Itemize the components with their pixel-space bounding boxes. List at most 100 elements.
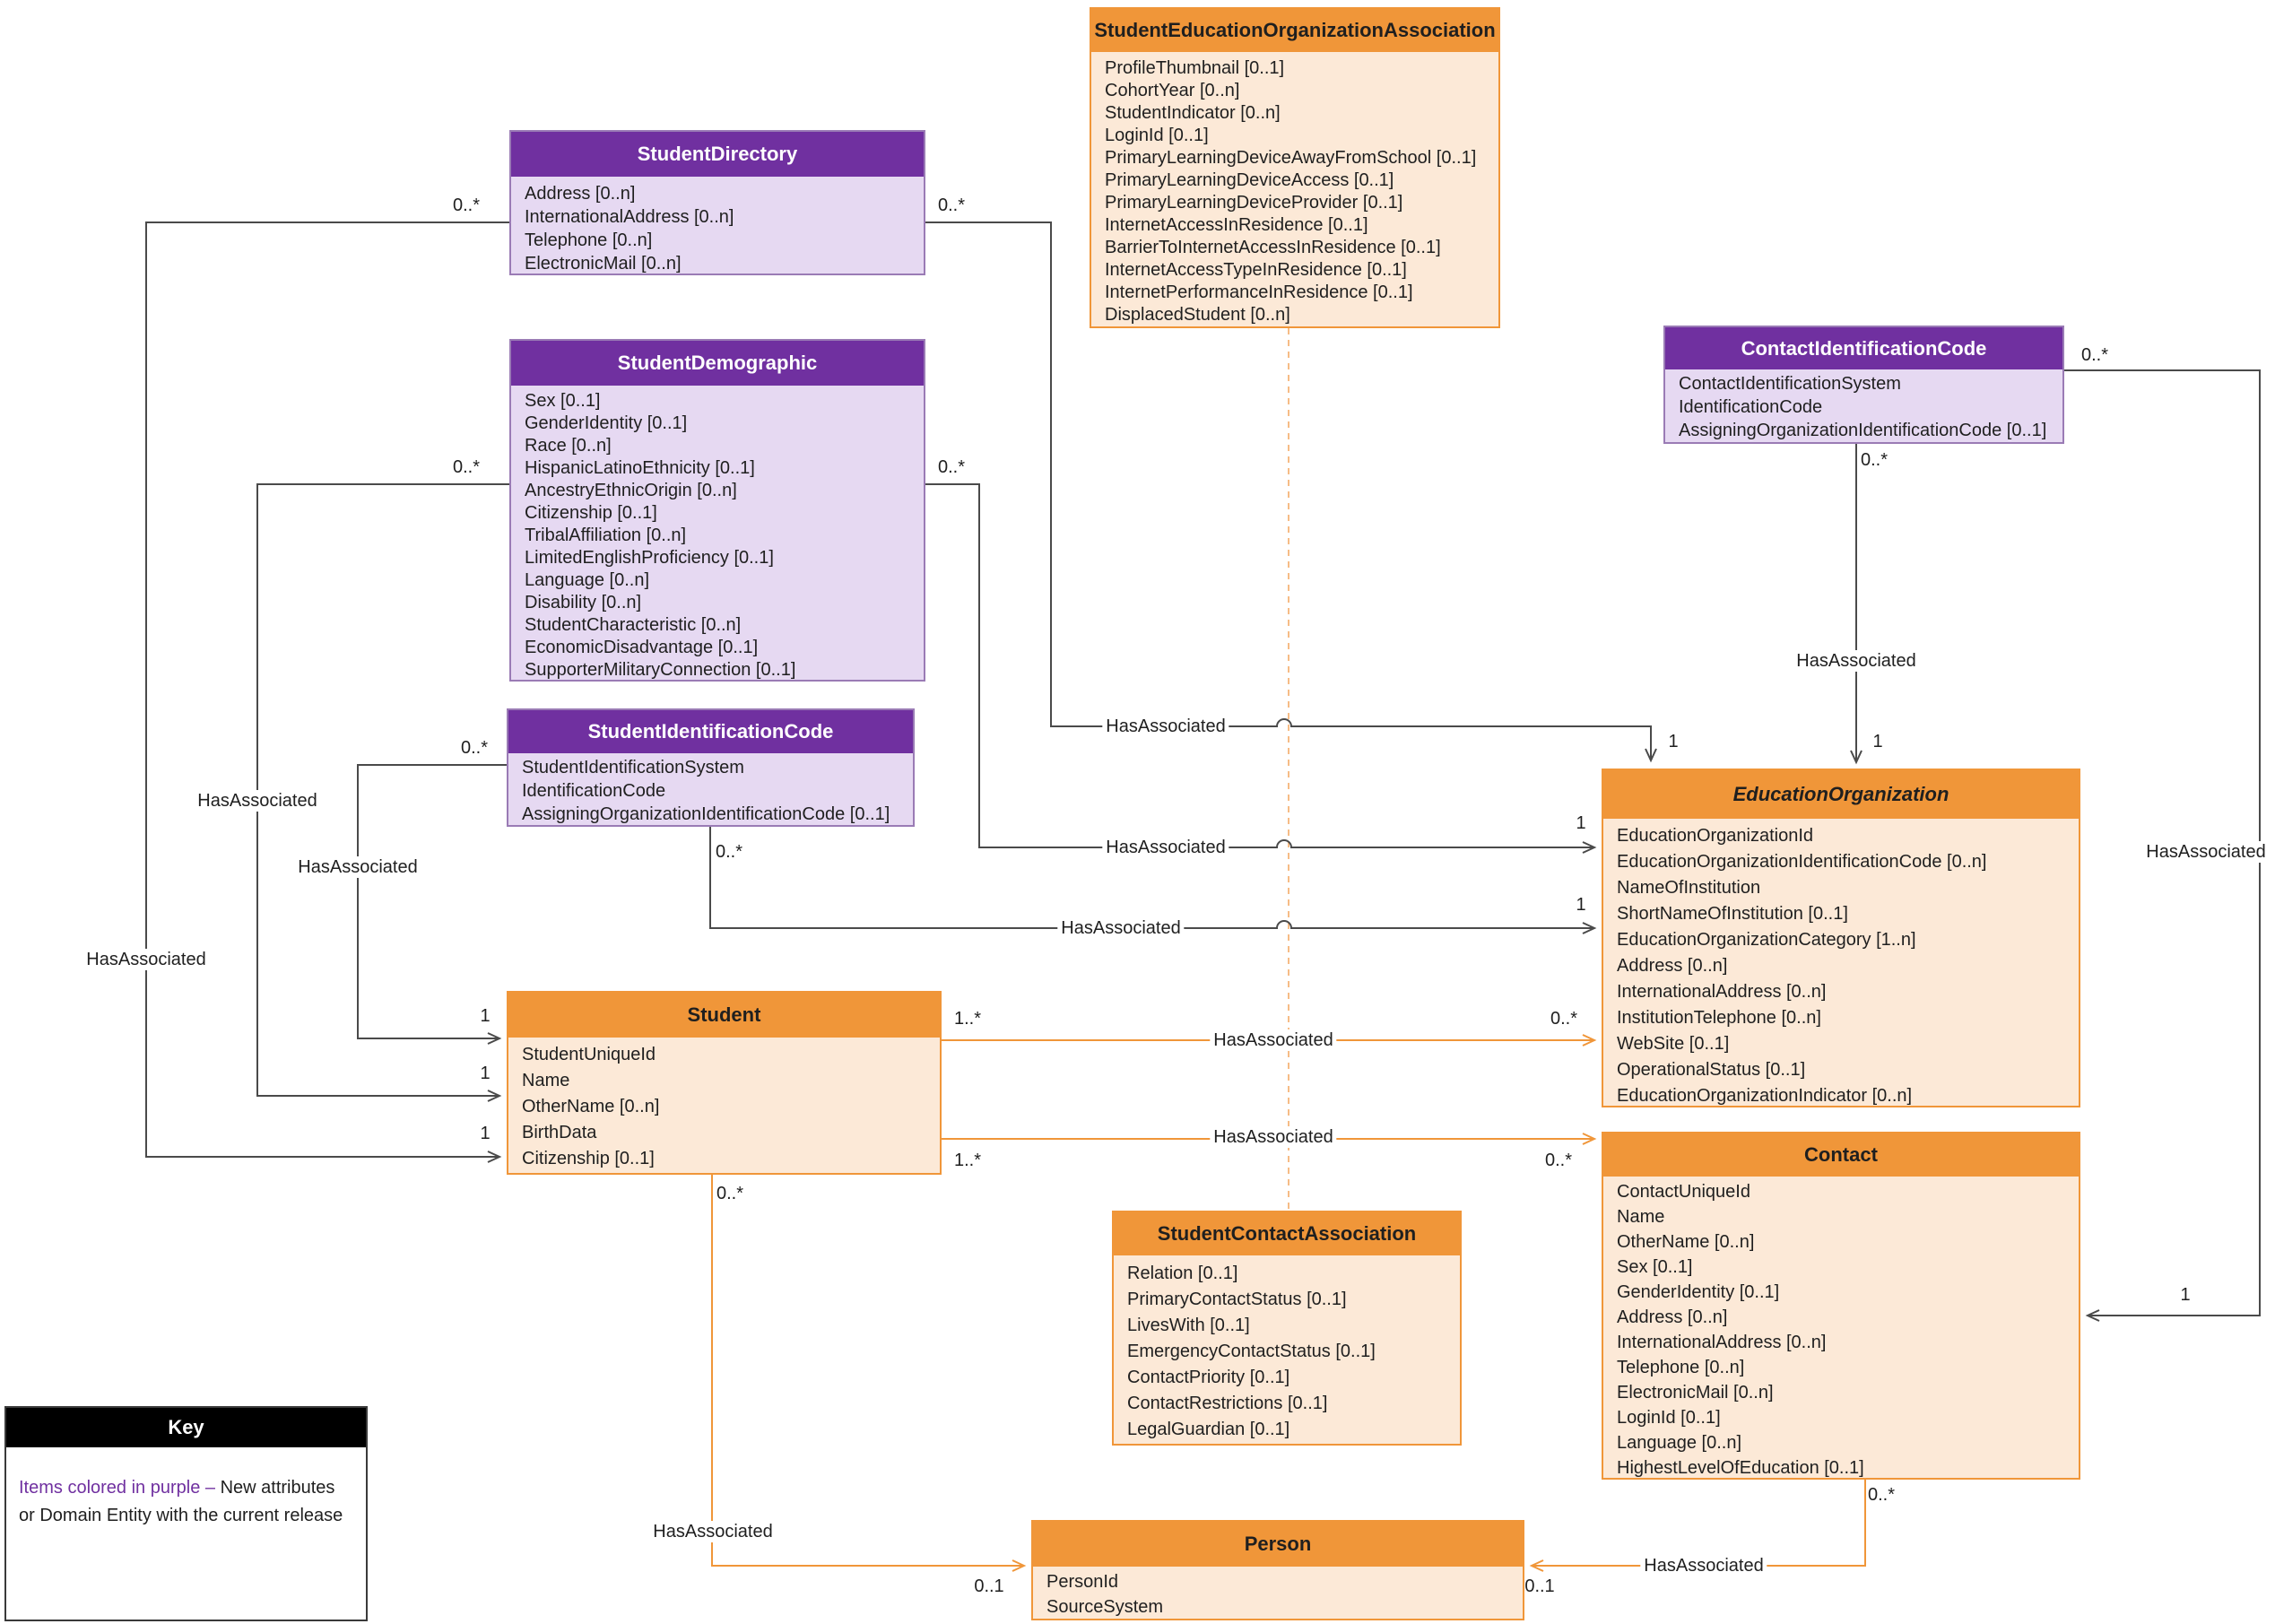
multiplicity-label-student-directory-to-student: 0..* (452, 195, 481, 215)
attribute-row: PrimaryLearningDeviceAwayFromSchool [0..… (1105, 148, 1477, 168)
entity-title-contact: Contact (1603, 1133, 2079, 1177)
attribute-row: Relation [0..1] (1127, 1264, 1238, 1283)
entity-attributes-student-directory: Address [0..n] InternationalAddress [0..n… (511, 177, 924, 274)
multiplicity-label-student-directory-to-education-organization: 1 (1668, 732, 1679, 751)
attribute-row: LivesWith [0..1] (1127, 1316, 1250, 1335)
attribute-row: OtherName [0..n] (1617, 1232, 1755, 1252)
attribute-row: Address [0..n] (1617, 956, 1728, 976)
attribute-row: Language [0..n] (1617, 1433, 1742, 1453)
attribute-row: Sex [0..1] (525, 391, 601, 411)
attribute-row: PrimaryContactStatus [0..1] (1127, 1290, 1347, 1309)
attribute-row: ContactRestrictions [0..1] (1127, 1394, 1328, 1413)
attribute-row: OperationalStatus [0..1] (1617, 1060, 1806, 1080)
attribute-row: EducationOrganizationIndicator [0..n] (1617, 1086, 1913, 1106)
entity-title-person: Person (1033, 1522, 1523, 1567)
attribute-row: InternationalAddress [0..n] (525, 207, 734, 227)
entity-title-student-demographic: StudentDemographic (511, 341, 924, 386)
attribute-row: BirthData (522, 1123, 597, 1142)
connector-student-to-person (711, 1175, 1027, 1572)
multiplicity-label-student-demographic-to-student: 0..* (452, 457, 481, 477)
attribute-row: ShortNameOfInstitution [0..1] (1617, 904, 1848, 924)
connector-contact-to-person (1529, 1480, 1866, 1572)
attribute-row: LimitedEnglishProficiency [0..1] (525, 548, 774, 568)
attribute-row: Name (522, 1071, 570, 1090)
association-label-student-to-contact: HasAssociated (1210, 1126, 1337, 1148)
association-label-contact-to-person: HasAssociated (1640, 1555, 1767, 1576)
attribute-row: ElectronicMail [0..n] (525, 254, 682, 274)
attribute-row: EducationOrganizationCategory [1..n] (1617, 930, 1916, 950)
association-label-student-identification-code-to-student: HasAssociated (294, 856, 421, 878)
multiplicity-label-student-to-person: 0..* (716, 1184, 744, 1203)
association-label-student-identification-code-to-education-organization: HasAssociated (1057, 917, 1185, 939)
attribute-row: StudentUniqueId (522, 1045, 656, 1064)
multiplicity-label-student-identification-code-to-education-organization: 0..* (715, 842, 743, 862)
attribute-row: Address [0..n] (525, 184, 636, 204)
connector-student-directory-to-education-organization (925, 221, 1657, 763)
attribute-row: GenderIdentity [0..1] (525, 413, 688, 433)
attribute-row: ElectronicMail [0..n] (1617, 1383, 1774, 1403)
entity-title-student: Student (508, 993, 940, 1038)
attribute-row: NameOfInstitution (1617, 878, 1761, 898)
attribute-row: InternetPerformanceInResidence [0..1] (1105, 282, 1413, 302)
attribute-row: PrimaryLearningDeviceAccess [0..1] (1105, 170, 1394, 190)
connector-student-directory-to-student (145, 221, 509, 1163)
attribute-row: ContactIdentificationSystem (1679, 374, 1901, 394)
attribute-row: AssigningOrganizationIdentificationCode … (1679, 421, 2047, 440)
attribute-row: HispanicLatinoEthnicity [0..1] (525, 458, 755, 478)
attribute-row: LoginId [0..1] (1617, 1408, 1721, 1428)
attribute-row: PrimaryLearningDeviceProvider [0..1] (1105, 193, 1403, 213)
multiplicity-label-student-to-contact: 0..* (1544, 1151, 1573, 1170)
multiplicity-label-student-directory-to-education-organization: 0..* (937, 195, 966, 215)
multiplicity-label-contact-identification-code-to-contact: 1 (2180, 1285, 2191, 1305)
multiplicity-label-student-to-person: 0..1 (974, 1576, 1004, 1596)
entity-title-student-education-organization-association: StudentEducationOrganizationAssociation (1091, 9, 1498, 52)
attribute-row: StudentCharacteristic [0..n] (525, 615, 742, 635)
multiplicity-label-student-directory-to-student: 1 (480, 1124, 491, 1143)
multiplicity-label-student-identification-code-to-education-organization: 1 (1576, 895, 1586, 915)
attribute-row: Telephone [0..n] (1617, 1358, 1745, 1377)
attribute-row: DisplacedStudent [0..n] (1105, 305, 1290, 325)
connector-student-demographic-to-education-organization (925, 483, 1597, 854)
association-label-student-directory-to-education-organization: HasAssociated (1102, 716, 1229, 737)
connector-student-identification-code-to-student (357, 764, 507, 1045)
entity-attributes-student-contact-association: Relation [0..1] PrimaryContactStatus [0..… (1114, 1255, 1460, 1444)
multiplicity-label-student-to-contact: 1..* (953, 1151, 982, 1170)
multiplicity-label-contact-identification-code-to-education-organization: 1 (1872, 732, 1883, 751)
attribute-row: Disability [0..n] (525, 593, 642, 612)
attribute-row: StudentIdentificationSystem (522, 758, 744, 777)
attribute-row: InternationalAddress [0..n] (1617, 1333, 1827, 1352)
connector-student-identification-code-to-education-organization (709, 827, 1597, 934)
multiplicity-label-student-to-education-organization: 0..* (1550, 1009, 1578, 1029)
key-title: Key (6, 1408, 366, 1447)
attribute-row: PersonId (1046, 1572, 1119, 1592)
association-label-student-demographic-to-student: HasAssociated (194, 790, 321, 812)
attribute-row: InternetAccessTypeInResidence [0..1] (1105, 260, 1407, 280)
association-label-contact-identification-code-to-education-organization: HasAssociated (1793, 650, 1920, 672)
attribute-row: Race [0..n] (525, 436, 612, 456)
attribute-row: IdentificationCode (1679, 397, 1823, 417)
attribute-row: SupporterMilitaryConnection [0..1] (525, 660, 796, 680)
attribute-row: Citizenship [0..1] (522, 1149, 655, 1168)
attribute-row: WebSite [0..1] (1617, 1034, 1730, 1054)
attribute-row: ContactPriority [0..1] (1127, 1368, 1290, 1387)
multiplicity-label-contact-to-person: 0..* (1867, 1485, 1896, 1505)
association-label-student-demographic-to-education-organization: HasAssociated (1102, 837, 1229, 858)
attribute-row: IdentificationCode (522, 781, 666, 801)
attribute-row: EmergencyContactStatus [0..1] (1127, 1342, 1376, 1361)
entity-title-education-organization: EducationOrganization (1603, 770, 2079, 819)
